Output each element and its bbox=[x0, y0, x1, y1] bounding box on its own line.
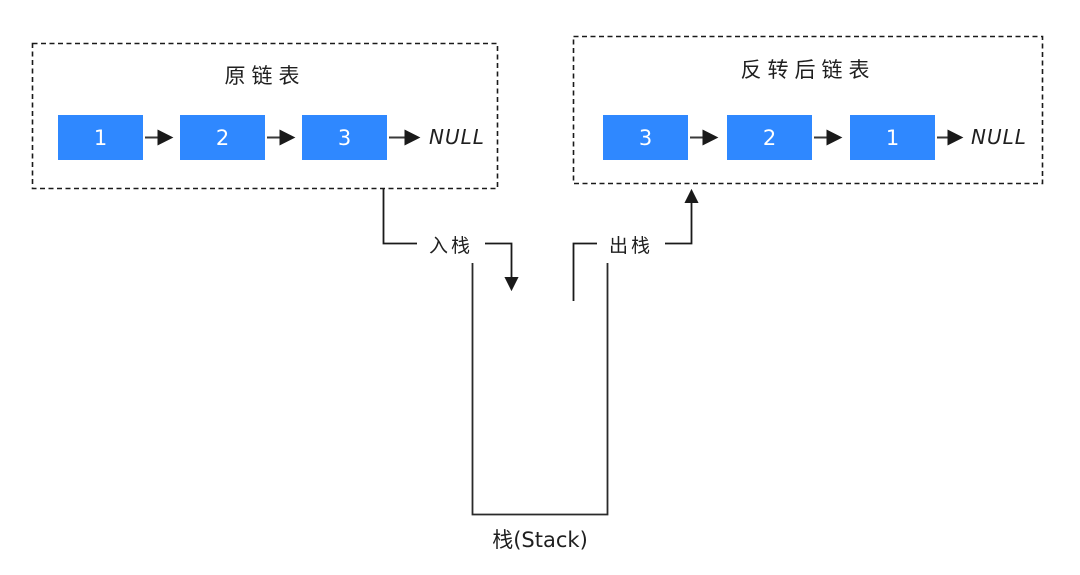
null-terminator: NULL bbox=[429, 125, 485, 149]
reversed-list-box-border bbox=[572, 35, 1044, 185]
list-node: 2 bbox=[180, 115, 265, 160]
push-label: 入栈 bbox=[417, 231, 485, 258]
stack-label: 栈(Stack) bbox=[492, 528, 588, 552]
list-node: 2 bbox=[727, 115, 812, 160]
list-node: 3 bbox=[302, 115, 387, 160]
stack-shape bbox=[471, 263, 609, 516]
original-list-box-border bbox=[31, 42, 499, 190]
list-node: 3 bbox=[603, 115, 688, 160]
original-list-title: 原链表 bbox=[224, 64, 306, 88]
list-node: 1 bbox=[58, 115, 143, 160]
pop-label: 出栈 bbox=[597, 231, 665, 258]
null-terminator: NULL bbox=[971, 125, 1027, 149]
reversed-list-title: 反转后链表 bbox=[740, 58, 876, 82]
list-node: 1 bbox=[850, 115, 935, 160]
